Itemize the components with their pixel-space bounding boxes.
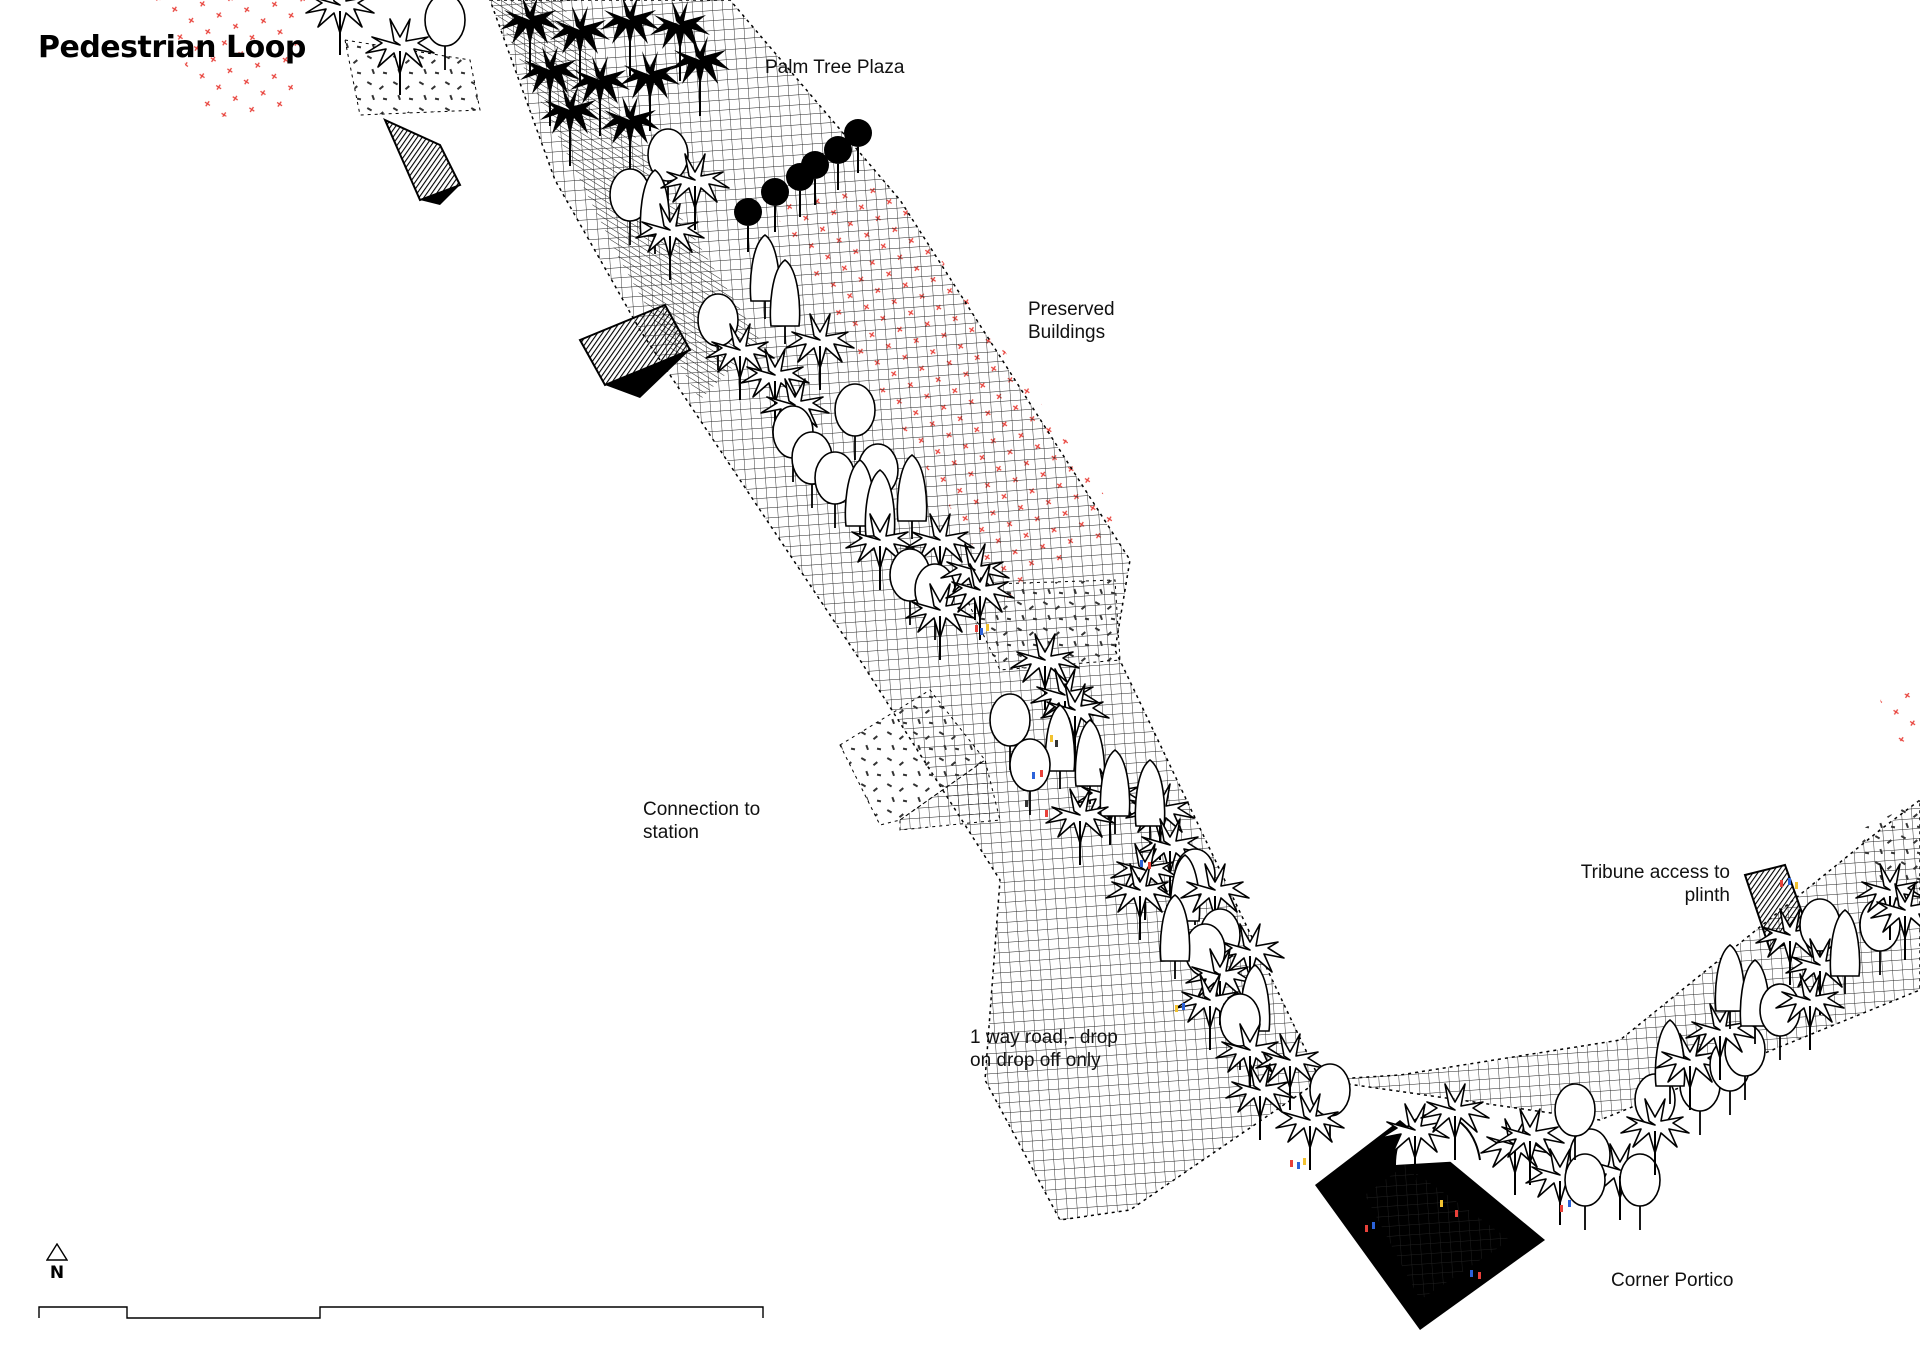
label-connection-to-station: Connection to station [643,799,761,843]
page-title: Pedestrian Loop [38,30,306,65]
north-indicator: N [45,1243,69,1283]
label-tribune-access: Tribune access to plinth [1580,862,1730,906]
north-letter: N [49,1263,65,1283]
label-preserved-buildings: Preserved Buildings [1028,299,1115,343]
label-palm-tree-plaza: Palm Tree Plaza [765,57,905,78]
stair-block-1 [383,118,462,202]
north-arrow-triangle-icon [46,1243,68,1261]
people-figures [975,624,1798,1279]
label-corner-portico: Corner Portico [1611,1270,1734,1291]
scale-bar [38,1306,764,1319]
label-one-way-road: 1 way road,- drop on drop off only [970,1027,1118,1071]
east-promenade [1319,799,1920,1121]
